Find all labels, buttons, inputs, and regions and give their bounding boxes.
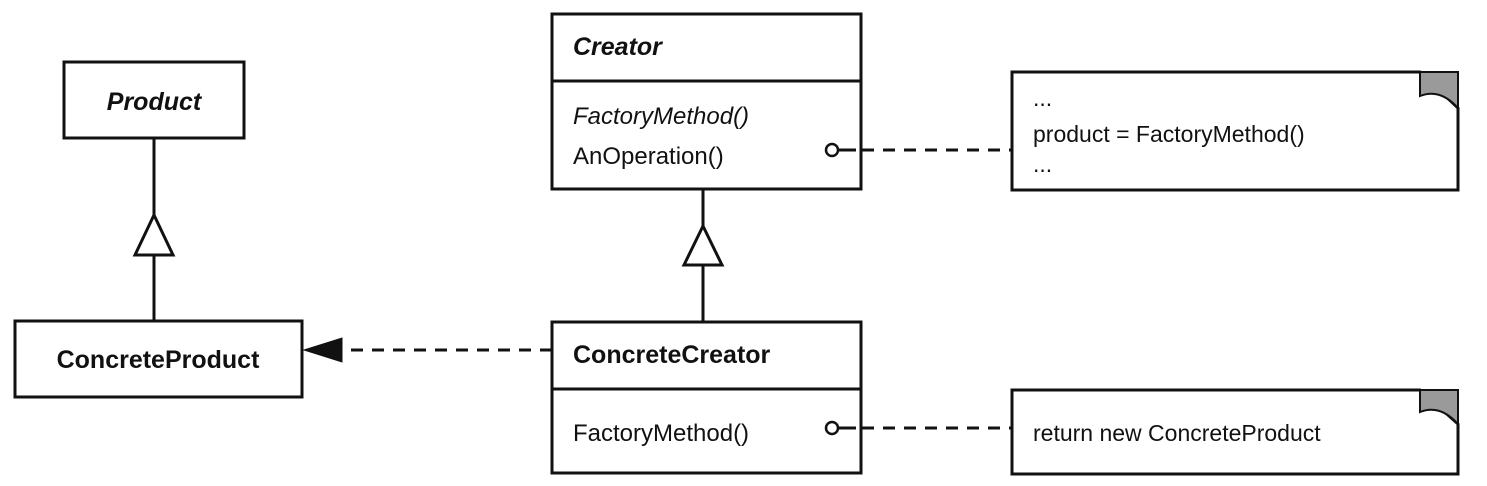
concrete-product-class-box <box>13 319 304 399</box>
an-operation-note-box <box>1010 70 1460 192</box>
concrete-creator-class-name: ConcreteCreator <box>573 341 771 369</box>
an-operation-note-fold-icon <box>1419 71 1459 111</box>
product-generalization <box>132 138 176 321</box>
factory-method-note-line-1: return new ConcreteProduct <box>1033 420 1321 446</box>
concrete-product-class-name: ConcreteProduct <box>57 346 260 374</box>
concrete-creator-class: ConcreteCreator FactoryMethod() <box>550 320 863 475</box>
factory-method-note-fold-icon <box>1419 389 1459 427</box>
product-class-box <box>62 60 246 140</box>
product-generalization-triangle <box>132 211 176 257</box>
product-class: Product <box>62 60 246 140</box>
creator-class-name: Creator <box>573 33 663 61</box>
factory-method-note: return new ConcreteProduct <box>1010 388 1460 476</box>
creation-dependency-arrowhead <box>302 337 343 363</box>
an-operation-note-anchor-icon <box>824 142 840 158</box>
an-operation-note-line-2: product = FactoryMethod() <box>1033 121 1305 147</box>
concrete-product-class: ConcreteProduct <box>13 319 304 399</box>
product-class-name: Product <box>107 88 203 116</box>
concrete-creator-class-box <box>550 320 863 475</box>
an-operation-note-line-1: ... <box>1033 85 1052 111</box>
creator-generalization <box>681 189 725 322</box>
an-operation-note: ... product = FactoryMethod() ... <box>1010 70 1460 192</box>
factory-method-note-anchor-icon <box>824 420 840 436</box>
creator-generalization-triangle <box>681 222 725 267</box>
creator-operation-an-operation: AnOperation() <box>573 143 724 170</box>
an-operation-note-line-3: ... <box>1033 151 1052 177</box>
creator-class: Creator FactoryMethod() AnOperation() <box>550 12 863 191</box>
factory-method-note-box <box>1010 388 1460 476</box>
creator-class-box <box>550 12 863 191</box>
creator-operation-factory-method: FactoryMethod() <box>573 103 749 130</box>
creation-dependency <box>302 337 552 363</box>
concrete-creator-operation-factory-method: FactoryMethod() <box>573 420 749 447</box>
